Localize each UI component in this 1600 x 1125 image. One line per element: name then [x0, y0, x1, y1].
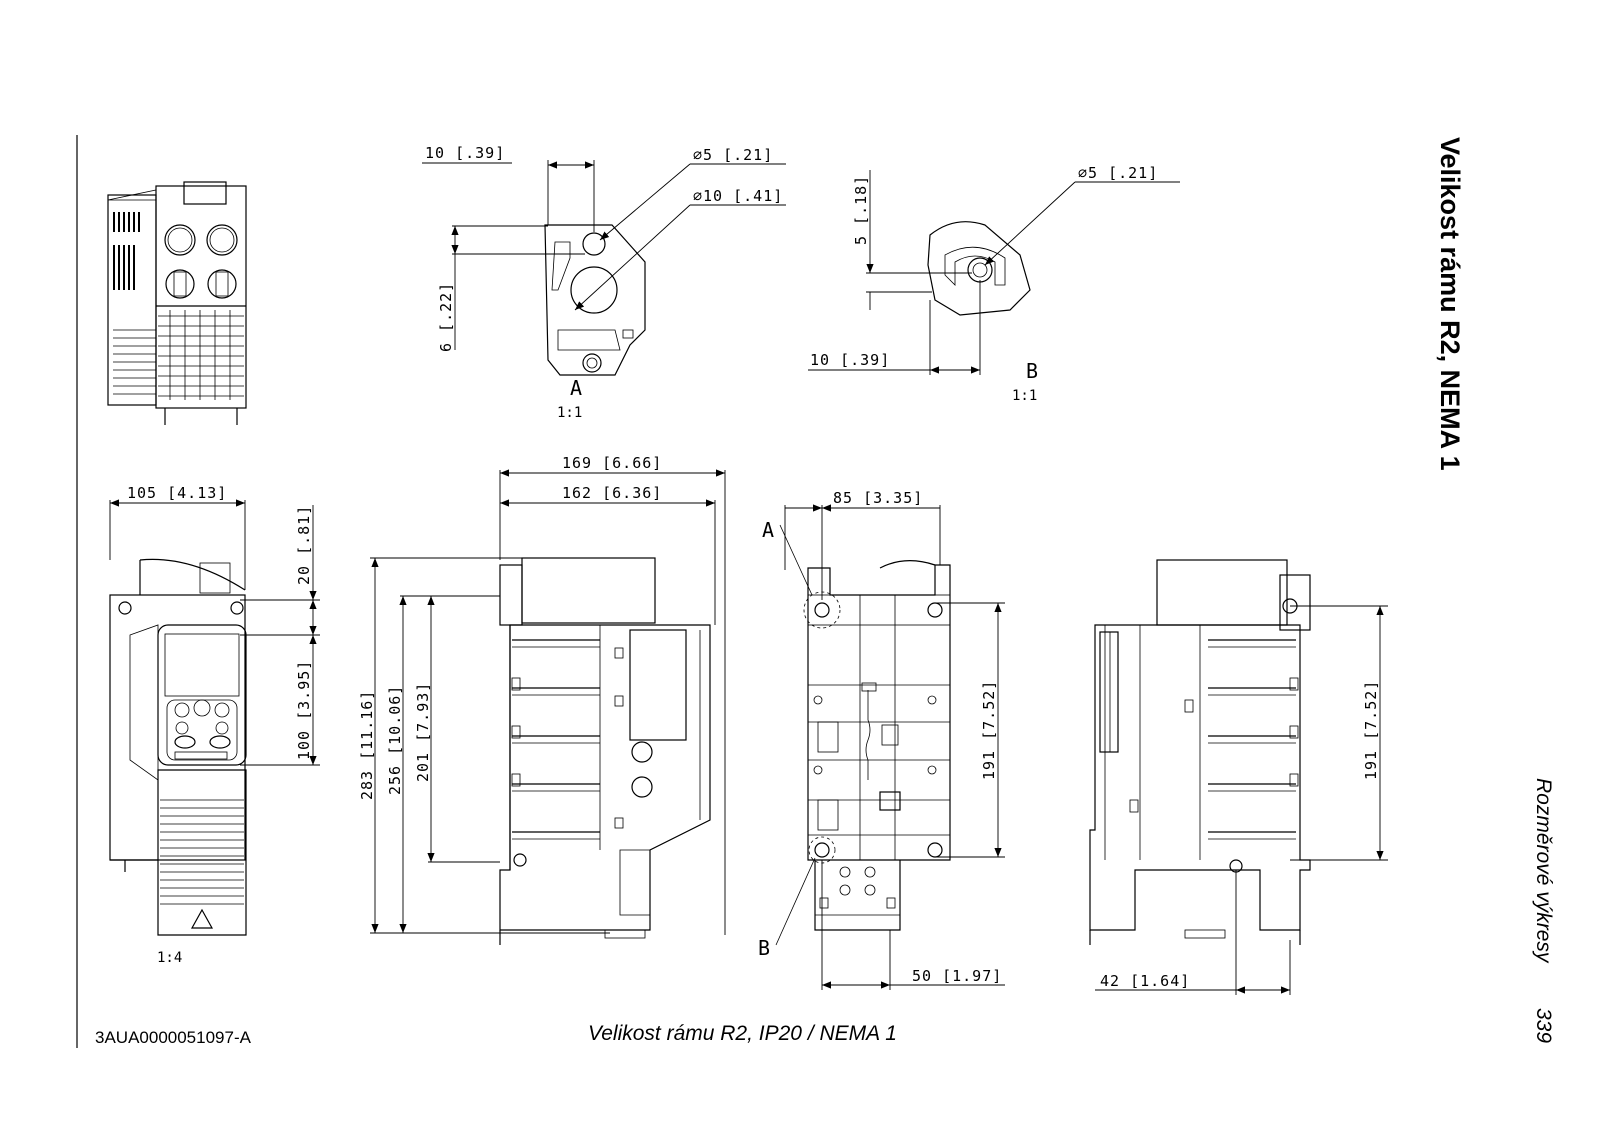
top-front-view [107, 181, 247, 425]
right-view [1089, 559, 1388, 995]
side-view-h-small: 201 [7.93] [414, 682, 432, 782]
front-view-top: 20 [.81] [295, 505, 313, 585]
side-view-h-overall: 283 [11.16] [358, 690, 376, 800]
detail-b-width: 10 [.39] [810, 351, 890, 369]
front-view-width: 105 [4.13] [127, 484, 227, 502]
back-view-callout-a: A [762, 518, 774, 542]
detail-b-hole: ∅5 [.21] [1078, 164, 1158, 182]
front-view-mid: 100 [3.95] [295, 660, 313, 760]
right-view-bottom: 42 [1.64] [1100, 972, 1190, 990]
detail-b-scale: 1:1 [1012, 388, 1037, 404]
back-view-bottom: 50 [1.97] [912, 967, 1002, 985]
page-title: Velikost rámu R2, NEMA 1 [1435, 137, 1465, 471]
detail-a-height: 6 [.22] [437, 282, 455, 352]
detail-b [808, 170, 1180, 375]
back-view-width: 85 [3.35] [833, 489, 923, 507]
detail-a [422, 160, 786, 376]
detail-a-width: 10 [.39] [425, 144, 505, 162]
doc-id: 3AUA0000051097-A [95, 1028, 252, 1047]
side-view-depth-overall: 169 [6.66] [562, 454, 662, 472]
back-view-callout-b: B [758, 936, 770, 960]
side-view-h-mid: 256 [10.06] [386, 685, 404, 795]
back-view-height: 191 [7.52] [980, 680, 998, 780]
page-number: 339 [1532, 1008, 1555, 1043]
side-view [370, 469, 726, 945]
detail-b-height: 5 [.18] [852, 175, 870, 245]
detail-a-hole-small: ∅5 [.21] [693, 146, 773, 164]
detail-a-scale: 1:1 [557, 405, 582, 421]
side-view-depth: 162 [6.36] [562, 484, 662, 502]
section-name: Rozměrové výkresy [1532, 778, 1555, 964]
front-view-scale: 1:4 [157, 950, 182, 966]
detail-b-label: B [1026, 359, 1038, 383]
detail-a-hole-large: ∅10 [.41] [693, 187, 783, 205]
right-view-height: 191 [7.52] [1362, 680, 1380, 780]
drawing-caption: Velikost rámu R2, IP20 / NEMA 1 [588, 1022, 897, 1045]
front-view [109, 499, 320, 936]
back-view [775, 504, 1005, 990]
detail-a-label: A [570, 376, 582, 400]
